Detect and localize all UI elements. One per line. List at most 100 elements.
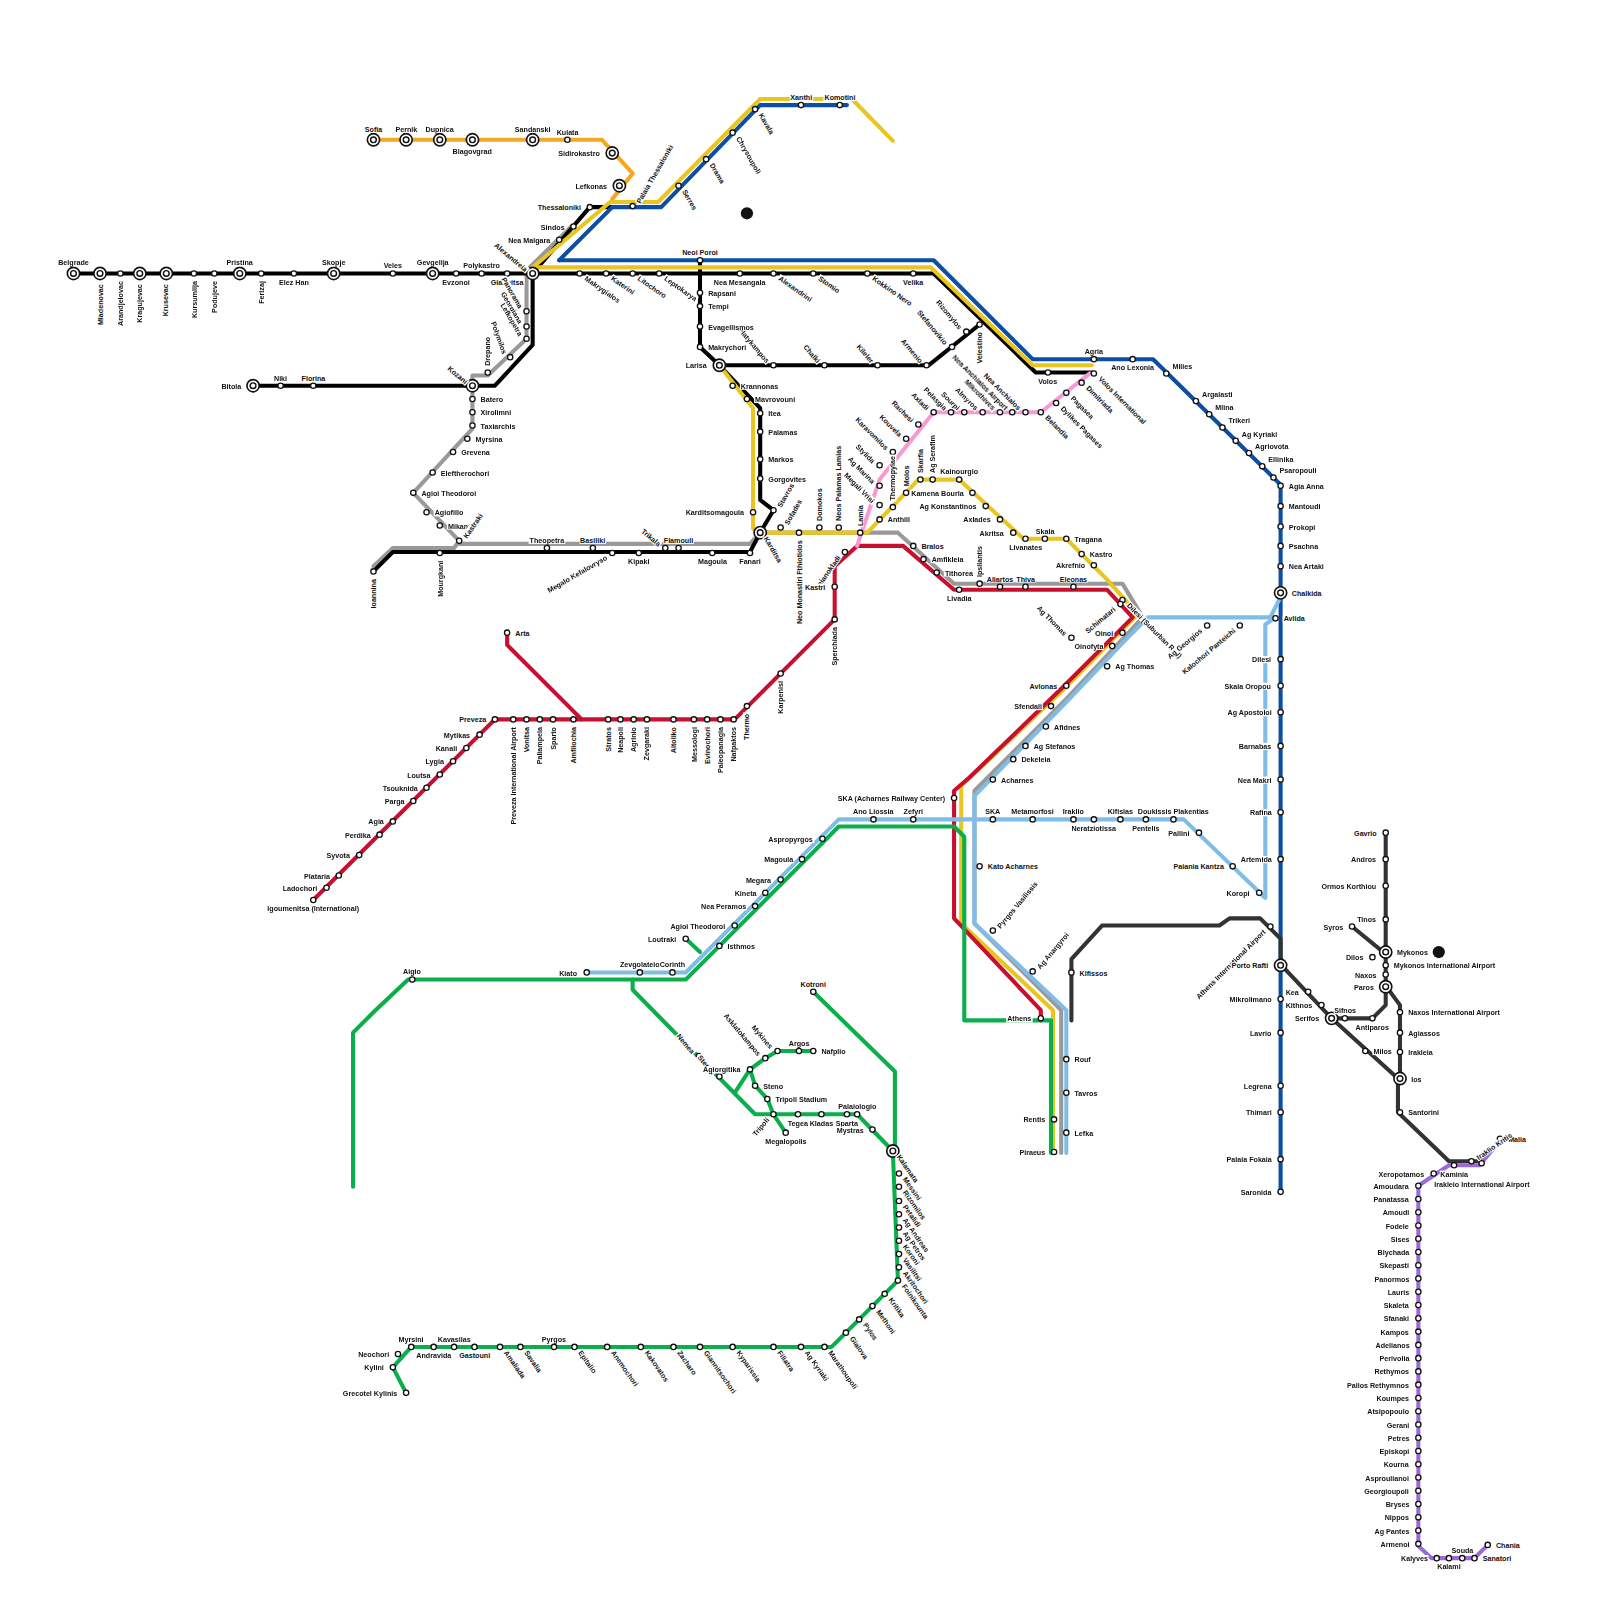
station-dot: [1416, 1409, 1421, 1414]
station-label: Armenoi: [1380, 1540, 1411, 1547]
station-dot: [637, 970, 642, 975]
station-dot: [1416, 1528, 1421, 1533]
station-label: Krusevac: [162, 283, 169, 317]
station-dot: [1278, 543, 1283, 548]
station-label: Karditsomagoula: [685, 509, 745, 516]
station-dot: [1064, 1130, 1069, 1135]
station-dot: [730, 1344, 735, 1349]
station-dot: [676, 183, 681, 188]
station-label: Chalki: [802, 342, 823, 365]
station-dot: [1064, 536, 1069, 541]
station-dot: [630, 203, 635, 208]
station-dot: [858, 530, 863, 535]
station-label: Asproulianoi: [1364, 1474, 1410, 1481]
station-dot: [799, 857, 804, 862]
station-dot: [234, 267, 246, 279]
station-dot: [903, 436, 908, 441]
station-label: Serres: [681, 187, 699, 212]
station-label: Neratziotissa: [1070, 824, 1117, 831]
station-dot: [977, 322, 982, 327]
station-dot: [875, 363, 880, 368]
station-dot: [1051, 1149, 1056, 1154]
station-label: Myrsini: [397, 1335, 424, 1342]
station-label: Piraeus: [1018, 1148, 1046, 1155]
station-dot: [636, 550, 641, 555]
station-label: Rentis: [1022, 1116, 1046, 1123]
station-dot: [1079, 551, 1084, 556]
station-label: Stomio: [816, 274, 842, 295]
station-dot: [610, 550, 615, 555]
station-dot: [1380, 981, 1392, 993]
station-dot: [1051, 1117, 1056, 1122]
station-dot: [1220, 425, 1225, 430]
station-dot: [1451, 1163, 1456, 1168]
station-dot: [877, 463, 882, 468]
station-dot: [212, 271, 217, 276]
station-label: Akrefnio: [1055, 562, 1086, 569]
station-label: Pyrgos Vasilissis: [995, 879, 1039, 930]
station-label: Palaiologio: [837, 1103, 877, 1110]
station-dot: [617, 183, 623, 189]
station-dot: [903, 490, 908, 495]
station-dot: [990, 928, 995, 933]
line-path: [507, 633, 581, 720]
station-dot: [997, 584, 1002, 589]
station-label: Skarfia: [917, 448, 924, 474]
station-label: Leptokarya: [662, 274, 699, 303]
blue-line: [559, 105, 1280, 1192]
station-dot: [437, 550, 442, 555]
station-dot: [1011, 530, 1016, 535]
station-label: Nafpaktos: [730, 726, 737, 763]
station-dot: [477, 732, 482, 737]
station-dot: [1383, 972, 1388, 977]
station-dot: [1416, 1382, 1421, 1387]
station-dot: [822, 363, 827, 368]
station-dot: [191, 271, 196, 276]
station-label: Chalkida: [1291, 589, 1323, 596]
station-label: Epitalio: [577, 1348, 599, 1375]
station-dot: [1278, 503, 1283, 508]
station-label: Sparto: [550, 726, 557, 751]
station-dot: [544, 545, 549, 550]
station-label: Dilesi: [1251, 656, 1272, 663]
station-dot: [1278, 483, 1283, 488]
station-label: Lefka: [1073, 1129, 1094, 1136]
station-dot: [778, 877, 783, 882]
station-dot: [817, 525, 822, 530]
station-dot: [1383, 857, 1388, 862]
station-dot: [697, 303, 702, 308]
station-label: Flamouli: [663, 536, 694, 543]
station-label: Mourgkani: [437, 559, 444, 597]
station-dot: [1079, 380, 1084, 385]
station-dot: [1278, 1157, 1283, 1162]
line-path: [373, 140, 632, 199]
station-dot: [811, 271, 816, 276]
station-dot: [1278, 962, 1284, 968]
station-label: Ferizaj: [258, 280, 265, 305]
station-dot: [1274, 959, 1286, 971]
station-label: Agioi Theodoroi: [420, 489, 477, 496]
station-label: Agiassos: [1407, 1029, 1441, 1036]
station-dot: [247, 380, 259, 392]
station-dot: [977, 864, 982, 869]
station-label: Karpenisi: [777, 680, 784, 715]
station-dot: [1071, 584, 1076, 589]
station-dot: [1071, 817, 1076, 822]
station-dot: [411, 490, 416, 495]
station-dot: [1030, 969, 1035, 974]
station-dot: [1416, 1316, 1421, 1321]
station-label: Corinth: [659, 961, 686, 968]
station-label: Marathoupoli: [827, 1348, 860, 1391]
station-label: Panatassa: [1372, 1195, 1409, 1202]
station-label: Psachna: [1288, 542, 1319, 549]
station-dot: [1278, 657, 1283, 662]
station-label: Ag Kyriaki: [1241, 430, 1278, 437]
station-dot: [730, 130, 735, 135]
station-dot: [896, 1184, 901, 1189]
station-label: Krannonas: [740, 382, 779, 389]
station-label: Tripoli: [751, 1115, 772, 1138]
station-label: Amoudara: [1372, 1182, 1409, 1189]
station-dot: [424, 785, 429, 790]
station-label: Sparta: [835, 1119, 859, 1126]
